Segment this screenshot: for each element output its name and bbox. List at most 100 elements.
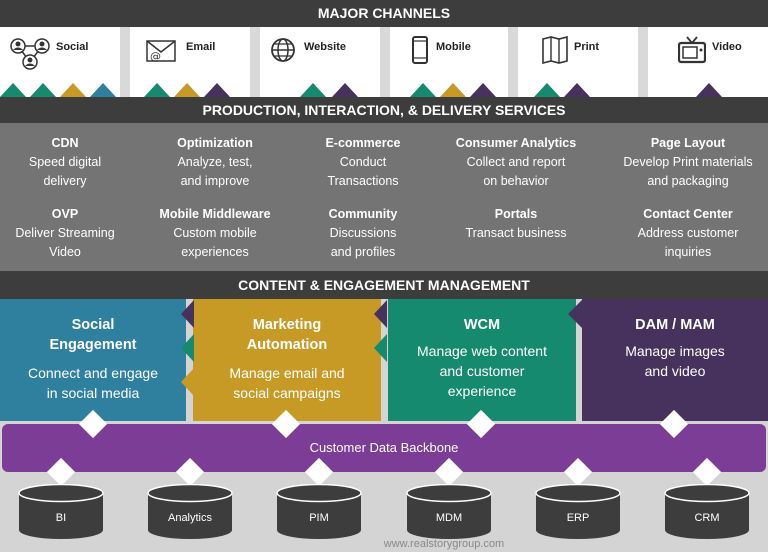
service-desc: Deliver Streaming [15, 226, 115, 240]
block-desc: and video [644, 363, 706, 379]
triangle-marker [470, 83, 496, 97]
triangle-marker [60, 83, 86, 97]
block-desc: Manage web content [417, 343, 547, 359]
database-erp[interactable]: ERP [535, 483, 621, 540]
service-title: Consumer Analytics [455, 136, 577, 150]
service-item: Optimization Analyze, test, and improve [140, 134, 290, 191]
service-desc: Address customer [637, 226, 739, 240]
database-cylinder-icon [18, 483, 104, 539]
triangle-marker [90, 83, 116, 97]
block-title: Marketing [252, 317, 322, 333]
social-network-icon [10, 38, 50, 70]
service-item: Contact Center Address customer inquirie… [613, 205, 763, 262]
triangle-marker [374, 334, 387, 362]
database-mdm[interactable]: MDM [406, 483, 492, 540]
block-desc: Manage email and [229, 365, 345, 381]
tv-icon [678, 36, 706, 64]
service-title: Mobile Middleware [159, 207, 271, 221]
service-item: Community Discussions and profiles [288, 205, 438, 262]
database-analytics[interactable]: Analytics [147, 483, 233, 540]
service-desc: delivery [43, 174, 87, 188]
service-desc: Transact business [465, 226, 567, 240]
block-desc: and customer [439, 363, 525, 379]
block-title: DAM / MAM [635, 317, 715, 333]
service-title: Optimization [177, 136, 253, 150]
service-desc: Develop Print materials [623, 155, 753, 169]
service-item: OVP Deliver Streaming Video [0, 205, 140, 262]
triangle-marker [181, 368, 194, 396]
block-desc: social campaigns [233, 385, 341, 401]
block-title: Engagement [49, 337, 137, 353]
block-title: Social [71, 317, 115, 333]
database-label: BI [55, 512, 67, 524]
service-desc: experiences [181, 245, 249, 259]
content-engagement-header: CONTENT & ENGAGEMENT MANAGEMENT [0, 271, 768, 299]
block-desc: experience [447, 383, 517, 399]
channel-email[interactable]: @ Email [130, 27, 250, 97]
triangle-marker [568, 300, 582, 328]
block-desc: Connect and engage [28, 365, 158, 381]
database-label: CRM [694, 512, 720, 524]
wcm-block[interactable]: WCM Manage web content and customer experi… [388, 299, 576, 421]
database-cylinder-icon [664, 483, 750, 539]
block-title: WCM [463, 317, 501, 333]
triangle-marker [534, 83, 560, 97]
major-channels-header: MAJOR CHANNELS [0, 0, 768, 27]
channel-website-label: Website [304, 41, 346, 53]
service-title: E-commerce [325, 136, 401, 150]
service-desc: and packaging [647, 174, 729, 188]
triangle-marker [181, 300, 194, 328]
database-label: PIM [309, 512, 329, 524]
database-cylinder-icon [147, 483, 233, 539]
globe-icon [271, 38, 295, 62]
triangle-marker [410, 83, 436, 97]
triangle-marker [374, 300, 387, 328]
service-desc: Custom mobile [173, 226, 257, 240]
triangle-marker [564, 83, 590, 97]
database-bi[interactable]: BI [18, 483, 104, 540]
block-title: Automation [246, 337, 328, 353]
channel-video-label: Video [712, 41, 742, 53]
service-title: Portals [494, 207, 538, 221]
service-desc: Discussions [329, 226, 397, 240]
channel-email-label: Email [186, 41, 216, 53]
database-pim[interactable]: PIM [276, 483, 362, 540]
service-item: CDN Speed digital delivery [0, 134, 140, 191]
block-desc: Manage images [625, 343, 725, 359]
triangle-marker [696, 83, 722, 97]
channel-mobile-label: Mobile [436, 41, 471, 53]
svg-text:@: @ [150, 50, 161, 62]
database-cylinder-icon [535, 483, 621, 539]
triangle-marker [332, 83, 358, 97]
database-crm[interactable]: CRM [664, 483, 750, 540]
channel-print-label: Print [574, 41, 600, 53]
channel-social-label: Social [56, 41, 89, 53]
database-cylinder-icon [406, 483, 492, 539]
channel-mobile[interactable]: Mobile [390, 27, 508, 97]
channel-social[interactable]: Social [0, 27, 120, 97]
service-title: CDN [51, 136, 79, 150]
service-desc: on behavior [483, 174, 549, 188]
email-icon: @ [146, 40, 176, 62]
channel-website[interactable]: Website [260, 27, 380, 97]
channel-video[interactable]: Video [648, 27, 768, 97]
service-desc: and profiles [330, 245, 396, 259]
service-desc: Collect and report [466, 155, 566, 169]
customer-data-backbone[interactable]: Customer Data Backbone [2, 424, 766, 472]
dam-mam-block[interactable]: DAM / MAM Manage images and video [582, 299, 768, 421]
service-desc: inquiries [664, 245, 712, 259]
service-desc: Analyze, test, [177, 155, 253, 169]
mobile-phone-icon [412, 36, 428, 64]
service-item: Mobile Middleware Custom mobile experien… [140, 205, 290, 262]
triangle-marker [300, 83, 326, 97]
service-item: Portals Transact business [441, 205, 591, 243]
triangle-marker [144, 83, 170, 97]
service-item: Page Layout Develop Print materials and … [603, 134, 768, 191]
services-panel: CDN Speed digital delivery Optimization … [0, 123, 768, 271]
service-desc: and improve [180, 174, 250, 188]
database-label: MDM [435, 512, 463, 524]
service-title: Community [328, 207, 398, 221]
channel-print[interactable]: Print [518, 27, 638, 97]
